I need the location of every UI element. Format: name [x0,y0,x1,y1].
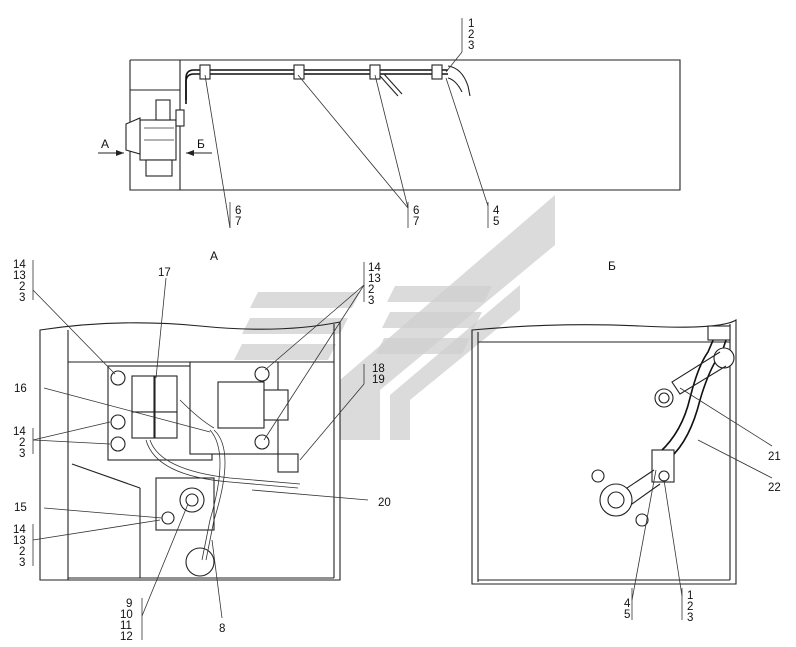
svg-text:10: 10 [120,609,133,621]
callout-a-14-13-2-3-lower: 14 13 2 3 [13,524,26,569]
callout-20: 20 [378,497,391,509]
callout-b-4-5: 4 5 [624,598,631,621]
callout-top-6-7-right: 6 7 [413,205,419,228]
callout-top-1-2-3: 1 2 3 [468,18,474,52]
callout-a-14-13-2-3-left: 14 13 2 3 [13,259,26,304]
svg-text:13: 13 [13,535,26,547]
svg-text:3: 3 [19,557,25,569]
svg-text:6: 6 [235,205,241,217]
svg-text:2: 2 [19,281,25,293]
svg-text:4: 4 [493,205,500,217]
callout-22: 22 [768,482,781,494]
svg-text:1: 1 [468,18,474,30]
svg-text:18: 18 [372,363,385,375]
svg-text:13: 13 [368,273,381,285]
callout-16: 16 [14,383,27,395]
arrow-a-label: А [101,137,109,151]
callout-8: 8 [219,623,225,635]
svg-text:5: 5 [624,609,630,621]
callout-21: 21 [768,451,781,463]
svg-text:6: 6 [413,205,419,217]
svg-text:14: 14 [13,524,26,536]
view-b-title: Б [608,259,616,273]
svg-text:13: 13 [13,270,26,282]
callout-top-4-5: 4 5 [493,205,500,228]
svg-text:19: 19 [372,374,385,386]
svg-text:3: 3 [19,448,25,460]
callout-18-19: 18 19 [372,363,385,386]
svg-text:7: 7 [235,216,241,228]
svg-text:2: 2 [368,284,374,296]
svg-text:3: 3 [19,292,25,304]
svg-text:3: 3 [687,612,693,624]
svg-text:2: 2 [19,546,25,558]
svg-text:2: 2 [687,601,693,613]
svg-text:2: 2 [468,29,474,41]
callout-15: 15 [14,502,27,514]
view-a [32,260,369,640]
callout-b-1-2-3: 1 2 3 [687,590,693,624]
svg-text:11: 11 [120,620,132,632]
svg-text:2: 2 [19,437,25,449]
svg-text:3: 3 [368,295,374,307]
svg-text:9: 9 [126,598,132,610]
callout-top-6-7-left: 6 7 [235,205,241,228]
view-b [471,319,773,620]
svg-text:5: 5 [493,216,499,228]
svg-text:4: 4 [624,598,631,610]
svg-text:14: 14 [13,426,26,438]
view-a-title: А [210,249,218,263]
svg-text:12: 12 [120,631,133,643]
callout-a-14-2-3: 14 2 3 [13,426,26,460]
callout-9-10-11-12: 9 10 11 12 [120,598,133,643]
svg-text:1: 1 [687,590,693,602]
svg-text:3: 3 [468,40,474,52]
callout-a-14-13-2-3-right: 14 13 2 3 [368,262,381,307]
svg-text:7: 7 [413,216,419,228]
svg-text:14: 14 [368,262,381,274]
svg-text:14: 14 [13,259,26,271]
top-view [98,18,681,229]
logo-watermark [234,195,555,440]
arrow-b-label: Б [197,137,205,151]
callout-17: 17 [158,267,171,279]
